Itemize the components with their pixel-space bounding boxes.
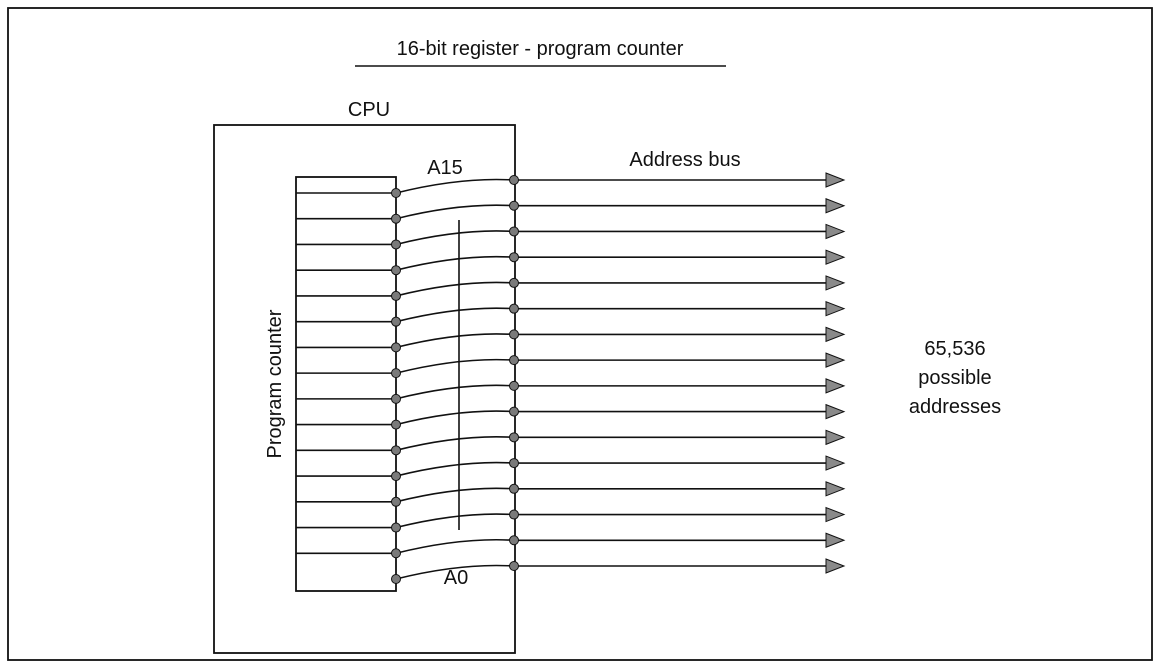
arrow-head-9 xyxy=(825,326,846,343)
connector-line-11 xyxy=(395,281,515,297)
a15-label: A15 xyxy=(427,157,463,179)
arrow-head-5 xyxy=(825,429,846,446)
register-tap-dot-10 xyxy=(391,316,401,327)
connector-line-1 xyxy=(395,538,515,555)
arrow-head-6 xyxy=(825,403,846,420)
register-tap-dot-2 xyxy=(391,522,401,533)
bus-tap-dot-11 xyxy=(509,277,519,288)
bus-tap-dot-0 xyxy=(509,561,519,571)
bus-tap-dot-7 xyxy=(509,380,519,391)
register-tap-dot-13 xyxy=(391,239,401,250)
arrow-head-2 xyxy=(825,506,846,523)
a0-label: A0 xyxy=(444,567,468,589)
register-tap-dot-12 xyxy=(391,265,401,276)
arrow-head-8 xyxy=(825,352,846,368)
result-line3: addresses xyxy=(909,396,1001,418)
connector-line-3 xyxy=(395,487,515,503)
arrow-head-12 xyxy=(825,249,846,265)
connector-line-6 xyxy=(395,410,515,426)
register-tap-dot-9 xyxy=(391,342,401,353)
connector-line-10 xyxy=(395,307,515,323)
register-tap-dot-8 xyxy=(391,368,401,379)
connector-line-7 xyxy=(395,384,515,400)
bus-tap-dot-10 xyxy=(509,303,519,314)
bus-tap-dot-14 xyxy=(509,200,519,211)
bit-lines xyxy=(296,172,846,584)
connector-line-15 xyxy=(395,178,515,194)
arrow-head-11 xyxy=(825,275,846,291)
register-tap-dot-4 xyxy=(391,471,401,482)
bus-tap-dot-3 xyxy=(509,483,519,494)
connector-line-13 xyxy=(395,230,515,246)
arrow-head-7 xyxy=(825,378,846,394)
result-line1: 65,536 xyxy=(924,338,985,360)
bus-tap-dot-4 xyxy=(509,458,519,469)
register-tap-dot-14 xyxy=(391,213,401,224)
bus-tap-dot-13 xyxy=(509,226,519,237)
diagram-title: 16-bit register - program counter xyxy=(397,38,684,60)
connector-line-9 xyxy=(395,333,515,349)
bus-tap-dot-6 xyxy=(509,406,519,417)
result-line2: possible xyxy=(918,367,991,389)
connector-line-14 xyxy=(395,204,515,220)
connector-line-0 xyxy=(395,564,515,580)
arrow-head-1 xyxy=(825,532,846,548)
address-bus-label: Address bus xyxy=(629,149,740,171)
arrow-head-10 xyxy=(825,300,846,317)
arrow-head-0 xyxy=(825,558,846,574)
bus-tap-dot-2 xyxy=(509,509,519,520)
arrow-head-4 xyxy=(825,455,846,471)
arrow-head-13 xyxy=(825,223,846,240)
register-tap-dot-6 xyxy=(391,419,401,430)
connector-line-4 xyxy=(395,461,515,477)
bus-tap-dot-15 xyxy=(509,175,519,185)
bus-tap-dot-1 xyxy=(509,535,519,546)
bus-tap-dot-12 xyxy=(509,252,519,263)
register-tap-dot-3 xyxy=(391,496,401,507)
register-tap-dot-15 xyxy=(391,188,401,198)
arrow-head-14 xyxy=(825,198,846,214)
register-tap-dot-1 xyxy=(391,548,401,559)
connector-line-12 xyxy=(395,255,515,271)
connector-line-2 xyxy=(395,513,515,529)
connector-line-5 xyxy=(395,436,515,452)
bus-tap-dot-9 xyxy=(509,329,519,340)
figure-frame xyxy=(7,7,1153,661)
arrow-head-15 xyxy=(825,172,846,188)
program-counter-register xyxy=(295,176,397,592)
cpu-box xyxy=(213,124,516,654)
connector-line-8 xyxy=(395,358,515,374)
program-counter-label: Program counter xyxy=(264,309,286,458)
register-tap-dot-7 xyxy=(391,393,401,404)
cpu-label: CPU xyxy=(348,99,390,121)
register-tap-dot-0 xyxy=(391,574,401,584)
bus-tap-dot-8 xyxy=(509,355,519,366)
register-tap-dot-11 xyxy=(391,290,401,301)
register-tap-dot-5 xyxy=(391,445,401,456)
bus-tap-dot-5 xyxy=(509,432,519,443)
arrow-head-3 xyxy=(825,481,846,497)
